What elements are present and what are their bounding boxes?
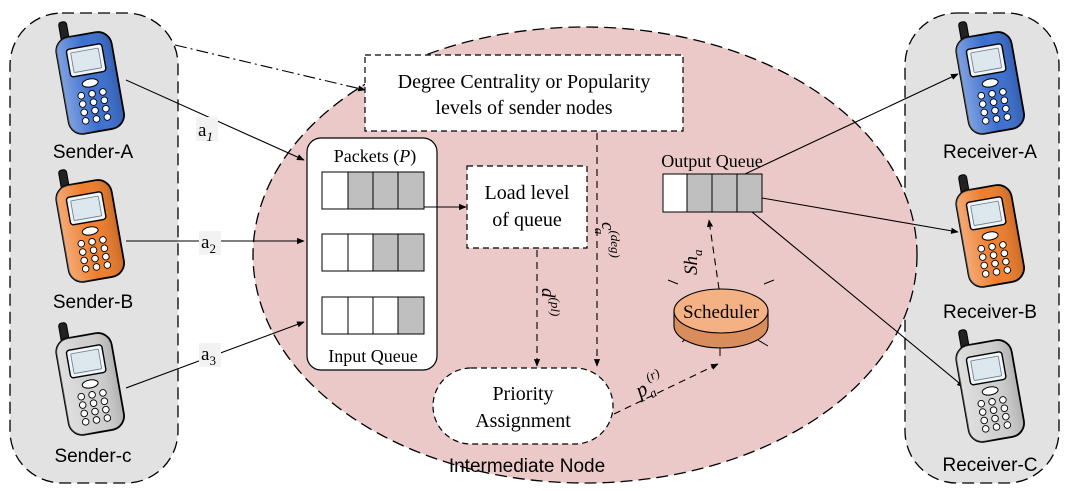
receiver-b-label: Receiver-B bbox=[943, 302, 1037, 323]
sender-c-label: Sender-c bbox=[54, 446, 131, 467]
degree-weight-label: c(deg)a bbox=[592, 222, 623, 258]
degree-centrality-box bbox=[364, 54, 684, 132]
input-queue-label: Input Queue bbox=[328, 346, 417, 366]
load-box-line2: of queue bbox=[492, 209, 562, 231]
sender-a-label: Sender-A bbox=[53, 142, 134, 163]
output-to-receiver-a bbox=[744, 73, 959, 175]
receiver-b-phone-icon bbox=[955, 174, 1025, 288]
queue-row-3 bbox=[321, 296, 425, 335]
scheduler-label: Scheduler bbox=[683, 302, 760, 323]
output-queue bbox=[662, 173, 763, 213]
svg-text:a3: a3 bbox=[201, 344, 216, 368]
queue-row-2 bbox=[321, 233, 425, 272]
arrival-label-a3: a3 bbox=[199, 343, 221, 368]
receiver-a-phone-icon bbox=[955, 21, 1025, 135]
load-level-box bbox=[466, 165, 588, 249]
svg-text:a1: a1 bbox=[198, 120, 213, 144]
arrival-label-a1: a1 bbox=[196, 117, 218, 144]
queue-row-1 bbox=[321, 171, 425, 210]
priority-to-scheduler-arrow bbox=[613, 363, 719, 415]
sender-b-label: Sender-B bbox=[53, 292, 133, 313]
scheduler bbox=[667, 279, 775, 356]
svg-text:a2: a2 bbox=[201, 232, 216, 256]
load-box-line1: Load level bbox=[485, 182, 570, 204]
priority-box-line2: Assignment bbox=[475, 410, 571, 432]
priority-assignment-box bbox=[432, 367, 614, 445]
output-to-receiver-b bbox=[761, 197, 959, 234]
output-queue-label: Output Queue bbox=[661, 151, 762, 171]
sender-b-phone-icon bbox=[55, 169, 125, 283]
packets-label: Packets (P) bbox=[334, 146, 416, 167]
receiver-a-label: Receiver-A bbox=[943, 142, 1037, 163]
priority-box-line1: Priority bbox=[492, 383, 553, 405]
sender-a-phone-icon bbox=[55, 21, 125, 135]
share-weight-label: Sha bbox=[681, 249, 705, 275]
load-weight-label: d(pl) bbox=[537, 288, 563, 316]
degree-box-line2: levels of sender nodes bbox=[435, 97, 612, 119]
output-to-receiver-c bbox=[751, 211, 965, 388]
receiver-c-phone-icon bbox=[955, 329, 1025, 443]
sender-a-to-degree-link bbox=[174, 44, 366, 92]
degree-box-line1: Degree Centrality or Popularity bbox=[398, 71, 651, 93]
intermediate-node-label: Intermediate Node bbox=[449, 456, 605, 477]
arrival-label-a2: a2 bbox=[199, 231, 221, 256]
sender-c-phone-icon bbox=[55, 322, 125, 436]
receiver-c-label: Receiver-C bbox=[942, 455, 1037, 476]
